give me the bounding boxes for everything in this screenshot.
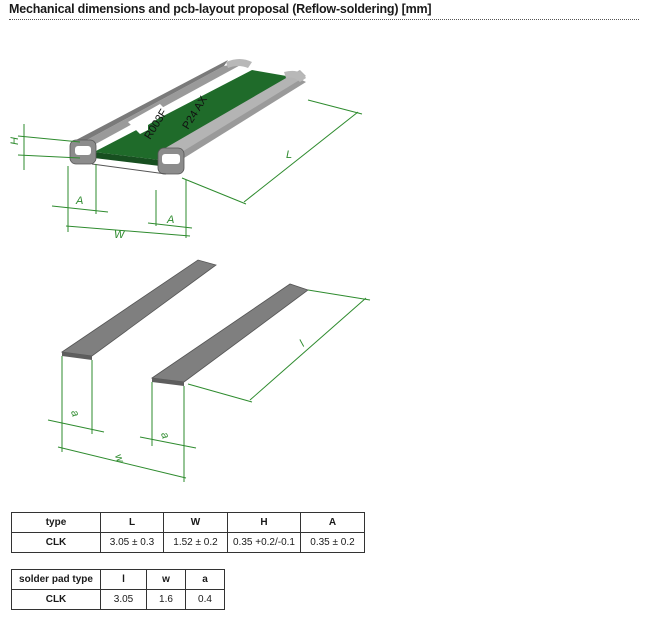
cell-w: 1.6 bbox=[146, 589, 186, 610]
table-header-row: type L W H A bbox=[11, 512, 365, 533]
label-H: H bbox=[9, 137, 21, 145]
dimensions-table: type L W H A CLK 3.05 ± 0.3 1.52 ± 0.2 0… bbox=[11, 512, 365, 553]
cell-W: 1.52 ± 0.2 bbox=[163, 532, 228, 553]
table-row: CLK 3.05 1.6 0.4 bbox=[11, 589, 225, 610]
cell-type: CLK bbox=[11, 532, 101, 553]
header-A: A bbox=[300, 512, 365, 533]
mechanical-drawing: R003F P24 AX H L A A W bbox=[9, 59, 371, 482]
resistor-component: R003F P24 AX bbox=[69, 59, 306, 175]
label-l: l bbox=[297, 338, 307, 349]
title-divider bbox=[9, 19, 639, 20]
pad-dimensions bbox=[47, 289, 371, 482]
solder-pad-table: solder pad type l w a CLK 3.05 1.6 0.4 bbox=[11, 569, 225, 610]
label-a-left: a bbox=[68, 409, 81, 419]
cell-H: 0.35 +0.2/-0.1 bbox=[227, 532, 301, 553]
header-a: a bbox=[185, 569, 225, 590]
header-solder-pad-type: solder pad type bbox=[11, 569, 101, 590]
label-W: W bbox=[114, 229, 126, 241]
solder-pad-left bbox=[60, 259, 217, 357]
page-title: Mechanical dimensions and pcb-layout pro… bbox=[9, 2, 432, 16]
header-W: W bbox=[163, 512, 228, 533]
cell-pad-type: CLK bbox=[11, 589, 101, 610]
header-w: w bbox=[146, 569, 186, 590]
component-dimensions bbox=[17, 99, 363, 238]
header-L: L bbox=[100, 512, 164, 533]
resistor-top-face bbox=[94, 70, 298, 160]
cell-L: 3.05 ± 0.3 bbox=[100, 532, 164, 553]
header-H: H bbox=[227, 512, 301, 533]
solder-pad-right bbox=[150, 283, 309, 383]
table-header-row: solder pad type l w a bbox=[11, 569, 225, 590]
table-row: CLK 3.05 ± 0.3 1.52 ± 0.2 0.35 +0.2/-0.1… bbox=[11, 532, 365, 553]
label-L: L bbox=[286, 149, 292, 161]
header-l: l bbox=[100, 569, 147, 590]
cell-A: 0.35 ± 0.2 bbox=[300, 532, 365, 553]
cell-l: 3.05 bbox=[100, 589, 147, 610]
header-type: type bbox=[11, 512, 101, 533]
label-A-left: A bbox=[75, 195, 83, 207]
solder-pads bbox=[60, 259, 309, 386]
label-A-right: A bbox=[166, 214, 174, 226]
label-a-right: a bbox=[158, 431, 171, 441]
cell-a: 0.4 bbox=[185, 589, 225, 610]
